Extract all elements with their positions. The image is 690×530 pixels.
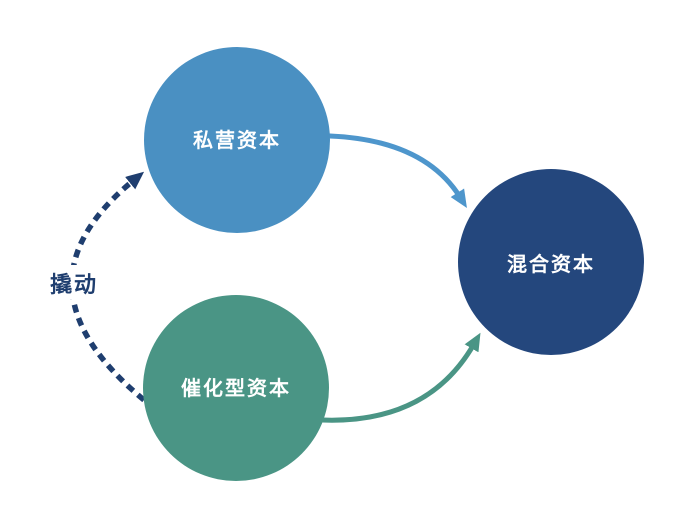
leverage-label: 撬动 [50, 272, 98, 297]
edge-catalytic-to-blended-arrow [319, 332, 481, 423]
node-catalytic-capital-label: 催化型资本 [181, 376, 291, 400]
node-private-capital-label: 私营资本 [193, 128, 281, 152]
node-blended-capital [458, 169, 644, 355]
node-private-capital [144, 47, 330, 233]
node-blended-capital-label: 混合资本 [507, 252, 595, 276]
edge-leverage-dashed-arrow [69, 171, 146, 403]
edge-private-to-blended-arrow [327, 133, 467, 208]
node-catalytic-capital [143, 295, 329, 481]
leverage-label-backing [42, 265, 106, 299]
